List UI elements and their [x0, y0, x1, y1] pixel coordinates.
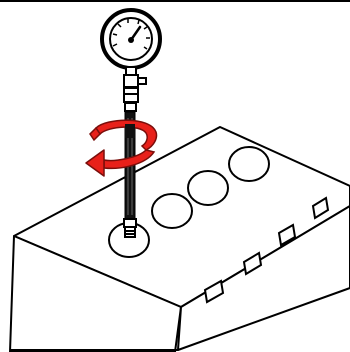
engine-block-side-face: [177, 205, 350, 351]
side-port-4: [311, 196, 330, 220]
cylinder-bore-3: [187, 170, 229, 206]
gauge-spark-plug-adapter: [123, 218, 137, 238]
rotation-arrow-head: [85, 149, 105, 177]
side-port-3: [277, 223, 297, 247]
cylinder-bore-2: [151, 193, 193, 229]
clockwise-rotation-arrow-icon: [85, 119, 158, 177]
engine-side-ports: [203, 196, 330, 304]
pressure-gauge-icon: [100, 8, 162, 70]
gauge-hose-front-overlap: [125, 124, 135, 138]
gauge-fittings: [123, 66, 147, 112]
cylinder-bores: [108, 146, 270, 258]
gauge-needle-hub: [128, 37, 134, 43]
side-port-1: [203, 279, 225, 304]
gauge-dial-ticks: [112, 19, 150, 50]
engine-block: [9, 126, 350, 352]
gauge-hose-collar-top: [124, 102, 137, 112]
gauge-coupler: [123, 74, 139, 88]
gauge-relief-valve: [137, 77, 147, 85]
side-port-2: [242, 251, 263, 276]
gauge-neck: [125, 66, 137, 76]
cylinder-bore-4: [228, 146, 270, 182]
engine-block-front-face: [9, 235, 182, 352]
rotation-arrow-tail: [89, 126, 101, 142]
top-border-line: [0, 0, 350, 2]
